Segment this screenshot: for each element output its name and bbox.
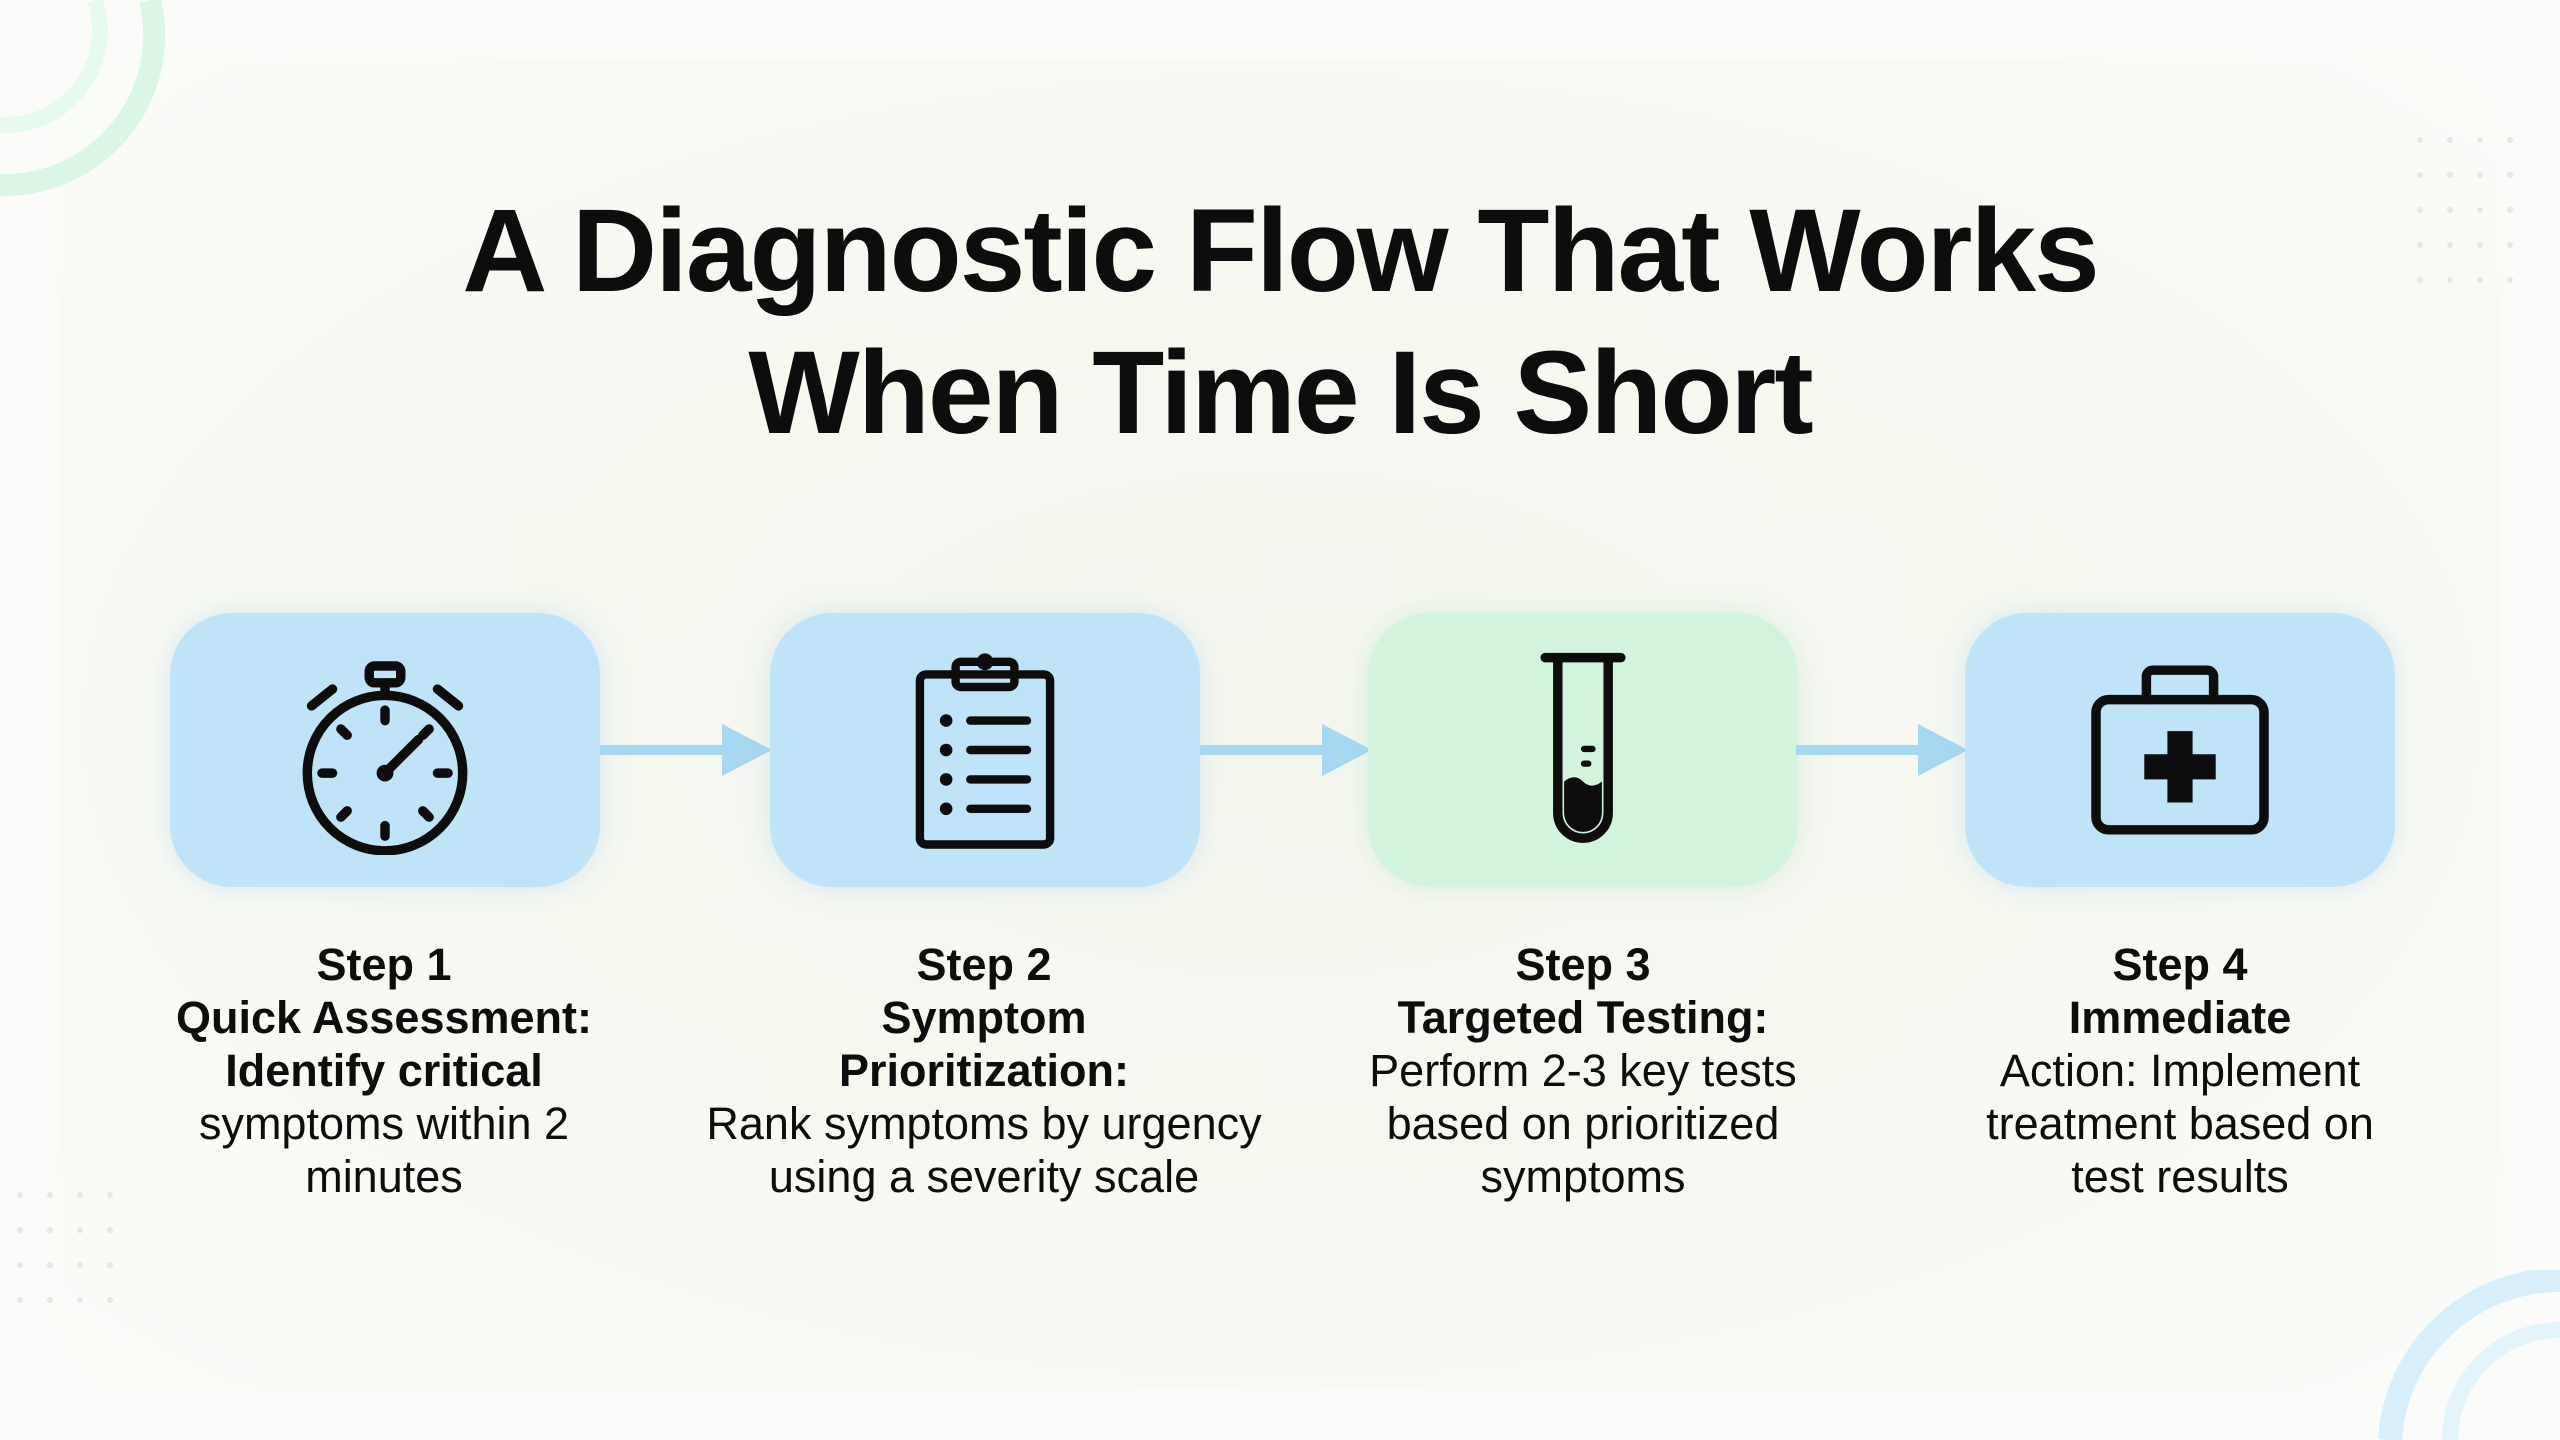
step-3-desc: Perform 2-3 key tests based on prioritiz… (1369, 1045, 1797, 1202)
step-4-card (1965, 613, 2395, 887)
step-4-text: Step 4 Immediate Action: Implement treat… (1880, 938, 2480, 1203)
step-1-text: Step 1 Quick Assessment: Identify critic… (84, 938, 684, 1203)
corner-arc-bottom-right (2378, 1270, 2560, 1440)
step-4-name: Immediate (2068, 992, 2292, 1043)
test-tube-icon (1540, 652, 1626, 843)
stopwatch-icon (302, 661, 468, 855)
title-line-2: When Time Is Short (748, 327, 1813, 459)
arrow-3-to-4 (1796, 724, 1968, 776)
step-2-card (770, 613, 1200, 887)
title-line-1: A Diagnostic Flow That Works (462, 185, 2099, 317)
step-1-desc: symptoms within 2 minutes (198, 1098, 570, 1202)
step-2-number: Step 2 (916, 939, 1052, 990)
page-title: A Diagnostic Flow That Works When Time I… (0, 180, 2560, 464)
dot-grid-bottom-left (17, 1192, 113, 1303)
step-1-card (170, 613, 600, 887)
step-1-number: Step 1 (316, 939, 452, 990)
step-4-number: Step 4 (2112, 939, 2248, 990)
arrow-1-to-2 (600, 724, 772, 776)
step-3-name: Targeted Testing: (1397, 992, 1769, 1043)
step-2-text: Step 2 Symptom Prioritization: Rank symp… (684, 938, 1284, 1203)
step-2-name: Symptom Prioritization: (839, 992, 1129, 1096)
clipboard-icon (915, 653, 1055, 849)
step-3-card (1368, 613, 1798, 887)
arrow-2-to-3 (1200, 724, 1372, 776)
step-1-name: Quick Assessment: (175, 992, 592, 1043)
step-1-desc-bold: Identify critical (225, 1045, 543, 1096)
dot-grid-top-right (2417, 137, 2513, 283)
first-aid-kit-icon (2091, 665, 2269, 835)
step-3-number: Step 3 (1515, 939, 1651, 990)
corner-arc-top-left (0, 0, 166, 197)
step-3-text: Step 3 Targeted Testing: Perform 2-3 key… (1283, 938, 1883, 1203)
step-4-desc: Action: Implement treatment based on tes… (1986, 1045, 2374, 1202)
step-2-desc: Rank symptoms by urgency using a severit… (706, 1098, 1262, 1202)
